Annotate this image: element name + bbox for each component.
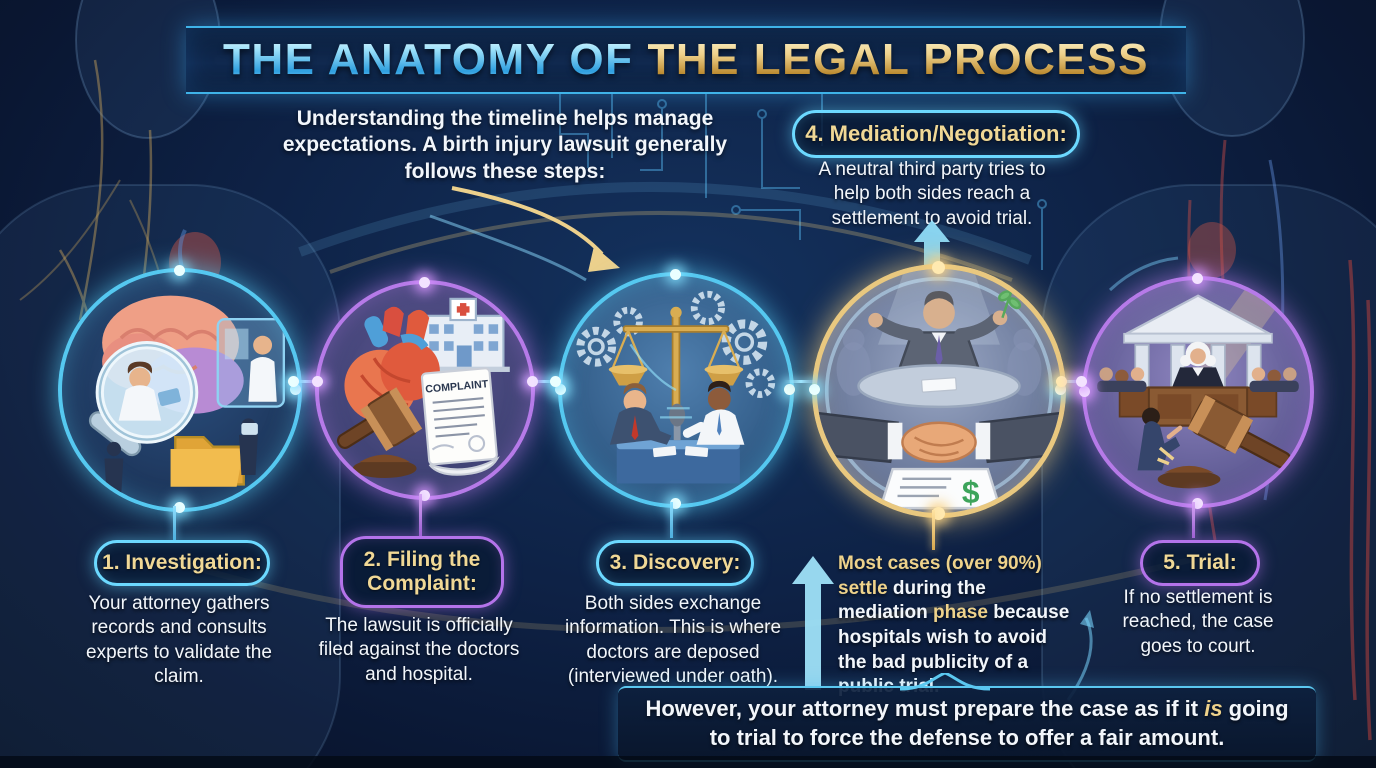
mediation-illustration: $ <box>817 269 1061 510</box>
complaint-label: COMPLAINT <box>425 378 489 395</box>
up-arrow-icon <box>914 220 950 270</box>
connector-3-4 <box>784 380 818 383</box>
impact-sparks <box>1157 446 1175 466</box>
bottom-note-emphasis: is <box>1204 696 1223 722</box>
ring-node <box>290 384 301 395</box>
ring-node <box>932 507 945 520</box>
folder-icon <box>170 436 245 487</box>
trial-lawyer-icon <box>1137 407 1183 471</box>
step-5-label-pill: 5. Trial: <box>1140 540 1260 586</box>
step-1-label: 1. Investigation: <box>102 551 262 574</box>
bottom-note-panel: However, your attorney must prepare the … <box>618 673 1316 762</box>
mediation-circle: $ <box>809 261 1066 520</box>
subtitle-text: Understanding the timeline helps manage … <box>282 107 728 183</box>
ring-node <box>174 265 185 276</box>
step-3-label-pill: 3. Discovery: <box>596 540 754 586</box>
ring-node <box>174 502 185 513</box>
title-part-blue: THE ANATOMY OF <box>223 35 634 84</box>
ring-node <box>419 490 430 501</box>
step-2-description: The lawsuit is officially filed against … <box>318 615 520 685</box>
connector-node <box>1056 376 1067 387</box>
settle-note-highlight-1: Most cases (over 90%) settle <box>838 553 1042 599</box>
judge-icon <box>1171 341 1225 390</box>
connector-2-3 <box>524 380 564 383</box>
ring-node <box>932 261 945 274</box>
handshake-icon <box>817 411 1061 464</box>
deposition-table-icon <box>616 403 740 484</box>
stem-1 <box>173 506 176 540</box>
magnifier-icon <box>88 341 199 457</box>
title-part-gold: THE LEGAL PROCESS <box>647 35 1149 84</box>
connector-node <box>1076 376 1087 387</box>
step-4-label: 4. Mediation/Negotiation: <box>805 121 1067 146</box>
ring-node <box>555 384 566 395</box>
filing-illustration: COMPLAINT <box>336 297 510 478</box>
investigation-illustration <box>88 295 286 499</box>
connector-4-5 <box>1053 380 1087 383</box>
dollar-sign: $ <box>962 474 980 510</box>
discovery-illustration <box>576 290 776 484</box>
mediation-table-icon <box>857 364 1021 409</box>
stem-3 <box>670 502 673 538</box>
stem-2 <box>419 494 422 536</box>
lawyer-figure-icon <box>609 383 672 445</box>
screen-doctor-icon <box>216 318 286 408</box>
bottom-note-text: However, your attorney must prepare the … <box>635 695 1299 752</box>
ring-node <box>1192 498 1203 509</box>
background-arcs <box>169 182 1191 633</box>
ring-node <box>670 269 681 280</box>
step-5-label: 5. Trial: <box>1163 551 1237 574</box>
bottom-note-part-2: going to trial to force the defense to o… <box>709 696 1289 750</box>
stem-4 <box>932 510 935 550</box>
ring-node <box>809 384 820 395</box>
step-1-description: Your attorney gathers records and consul… <box>86 593 272 687</box>
data-link-lines <box>629 343 692 419</box>
discovery-circle <box>555 269 795 509</box>
connector-node <box>312 376 323 387</box>
trial-circle <box>1079 273 1314 509</box>
audience-icon <box>1097 367 1299 392</box>
ring-node <box>1055 384 1066 395</box>
investigation-circle <box>58 265 302 513</box>
connector-node <box>550 376 561 387</box>
gavel-icon <box>336 387 423 478</box>
mediation-settle-note: Most cases (over 90%) settle during the … <box>838 552 1074 700</box>
connector-node <box>527 376 538 387</box>
step-2-label: 2. Filing the Complaint: <box>363 547 481 595</box>
filing-circle: COMPLAINT <box>315 277 535 501</box>
step-5-description: If no settlement is reached, the case go… <box>1122 587 1274 657</box>
connector-1-2 <box>284 380 326 383</box>
settle-up-arrow-icon <box>792 556 834 690</box>
step-2-label-pill: 2. Filing the Complaint: <box>340 536 504 608</box>
step-4-description: A neutral third party tries to help both… <box>818 159 1046 229</box>
gavel-icon-trial <box>1157 395 1292 489</box>
panel-brace-icon <box>900 673 990 691</box>
connector-node <box>288 376 299 387</box>
complaint-document-icon: COMPLAINT <box>420 367 500 476</box>
trial-illustration <box>1097 280 1303 489</box>
title-banner: THE ANATOMY OF THE LEGAL PROCESS <box>186 26 1186 94</box>
ring-node <box>419 277 430 288</box>
swoosh-arrow-icon <box>429 186 620 282</box>
mediator-icon <box>868 278 1022 376</box>
settle-note-text-1: during the mediation <box>838 577 986 624</box>
settle-note-highlight-2: phase <box>933 602 988 624</box>
ring-node <box>1079 386 1090 397</box>
settlement-document-icon: $ <box>878 467 1002 510</box>
bottom-note-part-1: However, your attorney must prepare the … <box>645 696 1205 722</box>
step-3-description: Both sides exchange information. This is… <box>564 593 782 687</box>
doctor-figure-icon <box>682 380 745 445</box>
step-1-label-pill: 1. Investigation: <box>94 540 270 586</box>
ring-node <box>1192 273 1203 284</box>
bottom-edge-band <box>0 756 1376 768</box>
step-3-label: 3. Discovery: <box>609 551 741 574</box>
step-4-label-pill: 4. Mediation/Negotiation: <box>792 110 1080 158</box>
ring-node <box>670 498 681 509</box>
stem-5 <box>1192 502 1195 538</box>
ring-node <box>784 384 795 395</box>
